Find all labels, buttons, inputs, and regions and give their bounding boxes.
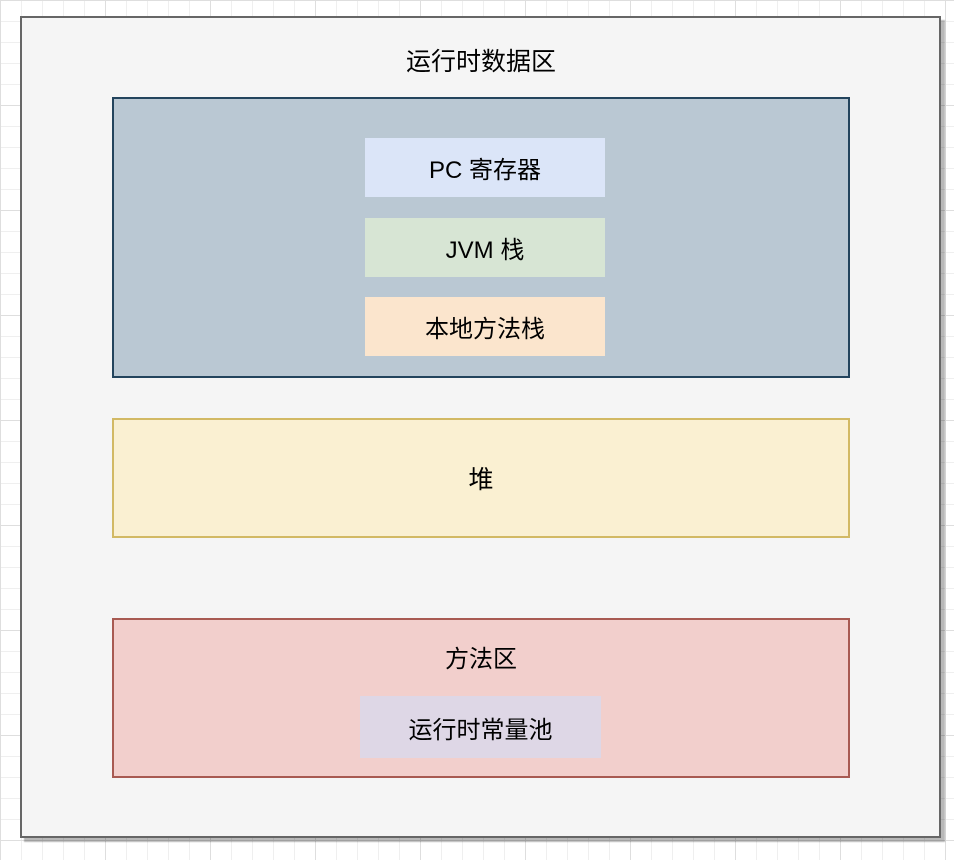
node-pc-register: PC 寄存器 (365, 138, 605, 197)
node-pc-register-label: PC 寄存器 (428, 157, 541, 184)
node-runtime-constant-pool-label: 运行时常量池 (408, 716, 553, 744)
diagram-title: 运行时数据区 (405, 48, 556, 76)
node-jvm-stack: JVM 栈 (365, 218, 605, 277)
thread-private-area-container: PC 寄存器 JVM 栈 本地方法栈 (112, 97, 850, 378)
node-native-method-stack: 本地方法栈 (365, 297, 605, 356)
node-heap: 堆 (112, 418, 850, 538)
node-jvm-stack-label: JVM 栈 (445, 237, 525, 264)
node-method-area: 方法区 运行时常量池 (112, 618, 850, 778)
node-heap-label: 堆 (468, 466, 494, 494)
node-method-area-label: 方法区 (445, 646, 517, 673)
node-runtime-constant-pool: 运行时常量池 (360, 696, 601, 758)
node-native-method-stack-label: 本地方法栈 (425, 316, 545, 343)
diagram-canvas: 运行时数据区 PC 寄存器 JVM 栈 本地方法栈 堆 方法区 运行时常量池 (20, 16, 941, 838)
